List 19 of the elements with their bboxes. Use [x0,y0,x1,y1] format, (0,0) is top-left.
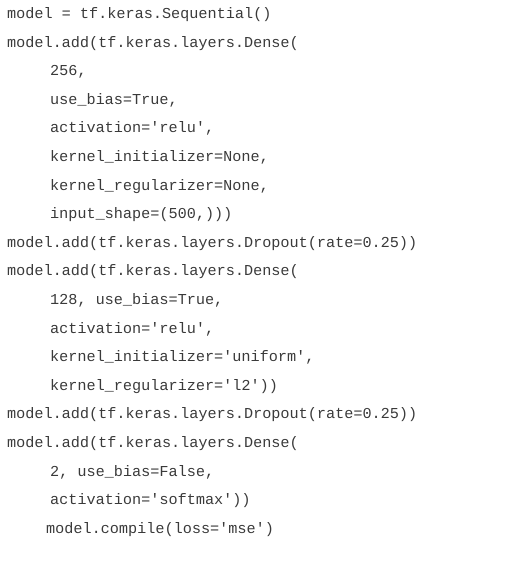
code-line: model.add(tf.keras.layers.Dense( [7,262,299,280]
code-line: model.add(tf.keras.layers.Dropout(rate=0.25)) [7,405,418,424]
code-line: model.add(tf.keras.layers.Dense( [7,34,299,52]
code-line: kernel_initializer='uniform', [50,348,314,366]
code-line: model.add(tf.keras.layers.Dropout(rate=0.25)) [7,234,418,252]
code-line: activation='relu', [50,119,214,138]
code-line: input_shape=(500,))) [50,205,232,224]
code-line: use_bias=True, [50,90,178,109]
code-line: model = tf.keras.Sequential() [7,5,272,23]
code-line: kernel_regularizer=None, [50,176,269,195]
code-line: kernel_regularizer='l2')) [50,376,278,395]
code-line: model.add(tf.keras.layers.Dense( [7,434,299,452]
code-line: model.compile(loss='mse') [46,520,274,538]
code-line: 128, use_bias=True, [50,291,224,309]
code-line: 2, use_bias=False, [50,462,214,481]
code-line: activation='relu', [50,320,214,338]
code-line: activation='softmax')) [50,491,251,510]
code-line: kernel_initializer=None, [50,148,269,166]
code-line: 256, [50,62,86,80]
